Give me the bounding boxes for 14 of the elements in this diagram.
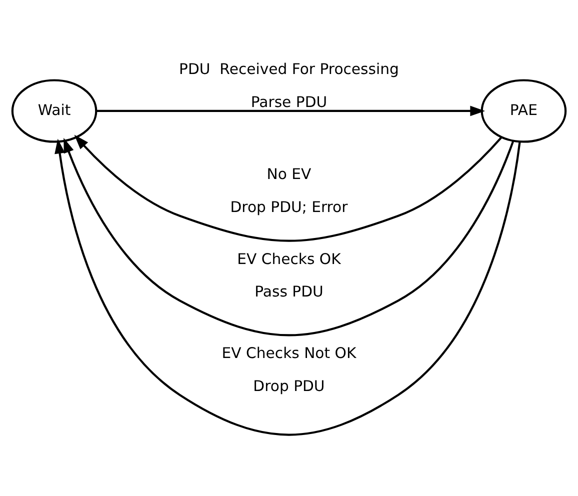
edge-label: Drop PDU — [253, 377, 325, 394]
edge-label: EV Checks Not OK — [222, 344, 356, 362]
edge-label: EV Checks OK — [237, 250, 341, 268]
arrow — [96, 105, 486, 116]
node-ellipse: Wait — [11, 78, 98, 142]
arrow — [74, 134, 502, 242]
arrow — [64, 137, 514, 336]
edge-label: No EV — [266, 166, 312, 183]
edge-label: Drop PDU; Error — [230, 198, 348, 216]
arrow — [54, 138, 521, 436]
edge-label: PDU Received For Processing — [179, 60, 399, 78]
node-ellipse: PAE — [480, 78, 567, 142]
edge-label: Pass PDU — [254, 283, 324, 300]
edge-label: Parse PDU — [250, 93, 328, 110]
